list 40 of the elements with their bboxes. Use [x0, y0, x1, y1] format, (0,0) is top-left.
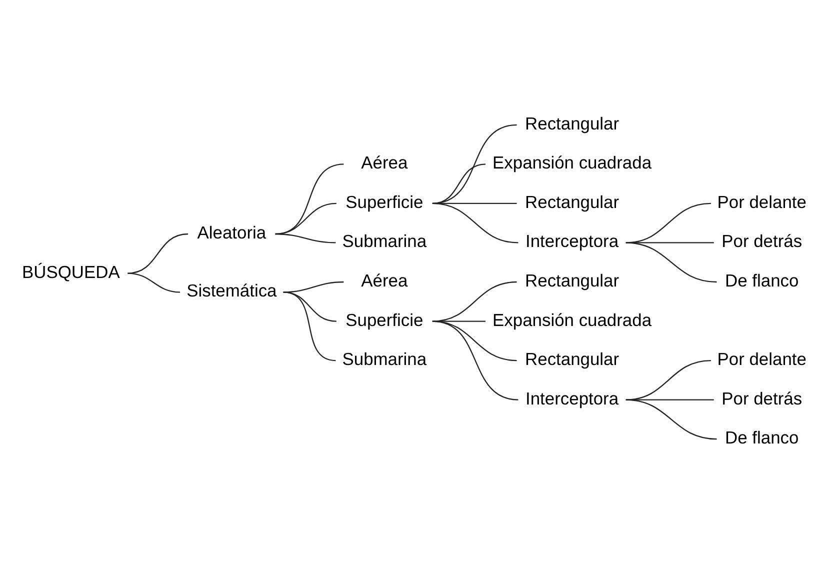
node-text: Rectangular: [525, 349, 620, 370]
node-text: Interceptora: [526, 388, 619, 408]
connector: [432, 320, 517, 362]
node-text: Aérea: [361, 152, 408, 173]
connector: [275, 202, 336, 235]
node-text: Superficie: [346, 310, 424, 330]
connector: [432, 320, 518, 400]
node-text: Submarina: [342, 231, 427, 252]
node-text: De flanco: [725, 428, 799, 448]
node-text: Por delante: [717, 349, 806, 370]
connector: [626, 242, 717, 283]
node-text: Rectangular: [525, 270, 620, 291]
connector: [432, 202, 518, 244]
connector: [432, 281, 517, 322]
connector: [626, 399, 717, 440]
node-text: Expansión cuadrada: [492, 310, 652, 330]
connector: [275, 233, 336, 244]
node-text: Superficie: [346, 192, 424, 212]
node-text: Interceptora: [526, 231, 619, 252]
node-text: Submarina: [342, 349, 427, 370]
connector: [432, 124, 517, 204]
node-text: Rectangular: [525, 192, 620, 212]
connector: [128, 272, 180, 293]
node-text: Por detrás: [722, 231, 802, 252]
connector: [432, 320, 486, 322]
connector: [626, 242, 714, 244]
node-text: De flanco: [725, 270, 799, 291]
node-text: Por delante: [717, 192, 806, 212]
connector: [275, 164, 344, 235]
node-text: Rectangular: [525, 113, 620, 134]
node-text: Sistemática: [186, 280, 277, 301]
connector: [283, 292, 336, 362]
node-text: Aleatoria: [197, 222, 266, 243]
node-text: BÚSQUEDA: [22, 262, 120, 282]
node-text: Aérea: [361, 270, 408, 291]
connector: [128, 233, 188, 274]
connector: [626, 399, 714, 400]
node-text: Por detrás: [722, 388, 802, 408]
connector: [432, 164, 486, 204]
node-text: Expansión cuadrada: [492, 152, 652, 173]
